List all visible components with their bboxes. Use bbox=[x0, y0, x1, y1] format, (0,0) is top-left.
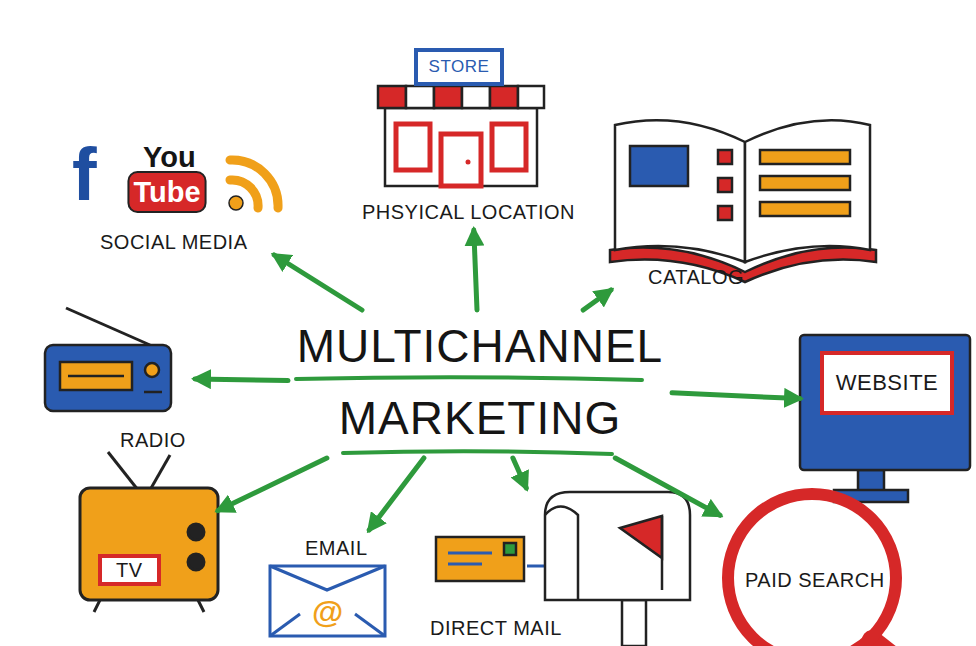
tv-icon bbox=[94, 600, 100, 612]
underline bbox=[296, 377, 642, 380]
catalog-icon bbox=[745, 120, 870, 262]
channel-label: DIRECT MAIL bbox=[430, 616, 562, 640]
radio-icon bbox=[66, 308, 150, 345]
store-icon bbox=[396, 124, 430, 170]
store-icon bbox=[466, 160, 471, 165]
arrow-connector bbox=[474, 230, 477, 310]
arrow-connector bbox=[218, 458, 327, 511]
magnifier-icon bbox=[728, 494, 910, 646]
catalog-icon bbox=[630, 146, 688, 186]
tv-icon bbox=[188, 524, 204, 540]
direct-mail-icon bbox=[545, 507, 578, 601]
store-sign: STORE bbox=[418, 57, 500, 77]
direct-mail-icon bbox=[661, 516, 664, 590]
store-icon bbox=[406, 86, 434, 108]
store-icon bbox=[518, 86, 544, 108]
store-icon bbox=[434, 86, 462, 108]
monitor-icon bbox=[800, 335, 970, 502]
envelope-icon bbox=[270, 566, 385, 636]
arrow-connector bbox=[195, 379, 288, 381]
tv-icon bbox=[198, 600, 204, 612]
store-icon bbox=[416, 50, 502, 84]
channel-node: CATALOG bbox=[605, 105, 875, 290]
radio-icon bbox=[60, 362, 132, 390]
arrow-connector bbox=[615, 458, 720, 515]
channel-label: WEBSITE bbox=[820, 351, 954, 415]
youtube-logo: You bbox=[143, 142, 196, 172]
direct-mail-icon bbox=[622, 600, 646, 646]
store-icon bbox=[462, 86, 490, 108]
arrow-connector bbox=[513, 458, 526, 488]
channel-label: EMAIL bbox=[305, 536, 368, 560]
rss-icon bbox=[229, 196, 243, 210]
store-icon bbox=[378, 86, 406, 108]
youtube-logo: Tube bbox=[133, 177, 200, 207]
catalog-icon bbox=[718, 150, 732, 164]
rss-icon bbox=[229, 160, 278, 210]
arrow-connector bbox=[369, 458, 424, 530]
monitor-icon bbox=[858, 470, 884, 492]
channel-node: TV bbox=[80, 488, 218, 600]
underline bbox=[343, 451, 612, 454]
radio-icon bbox=[68, 375, 124, 378]
tv-icon bbox=[150, 455, 170, 490]
arrow-connector bbox=[583, 290, 611, 310]
tv-icon bbox=[188, 554, 204, 570]
channel-node: PHSYICAL LOCATION bbox=[360, 20, 579, 230]
store-icon bbox=[490, 86, 518, 108]
store-icon bbox=[378, 50, 544, 186]
monitor-icon bbox=[800, 335, 970, 470]
catalog-icon bbox=[760, 176, 850, 190]
catalog-icon bbox=[718, 178, 732, 192]
youtube-logo bbox=[128, 172, 205, 212]
magnifier-icon bbox=[872, 640, 910, 646]
radio-icon bbox=[144, 391, 162, 394]
channel-label: PHSYICAL LOCATION bbox=[362, 200, 575, 224]
channel-label: SOCIAL MEDIA bbox=[100, 230, 248, 254]
channel-label: CATALOG bbox=[648, 265, 744, 289]
radio-icon bbox=[45, 345, 171, 411]
channel-node: WEBSITE bbox=[800, 335, 970, 470]
channel-label: TV bbox=[98, 554, 161, 586]
store-icon bbox=[441, 134, 481, 186]
channel-node: DIRECT MAIL bbox=[428, 488, 693, 642]
arrow-connector bbox=[274, 255, 362, 310]
channel-label: RADIO bbox=[120, 428, 186, 452]
facebook-logo: f bbox=[72, 138, 97, 212]
tv-icon bbox=[80, 488, 218, 600]
direct-mail-icon bbox=[620, 516, 662, 558]
arrow-connector bbox=[672, 393, 800, 399]
channel-label: PAID SEARCH bbox=[745, 568, 885, 592]
tv-icon bbox=[108, 452, 138, 490]
store-icon bbox=[492, 124, 526, 170]
tv-icon bbox=[80, 452, 218, 612]
catalog-icon bbox=[610, 120, 876, 282]
channel-node: RADIO bbox=[35, 300, 195, 455]
youtube-logo bbox=[128, 172, 205, 212]
envelope-icon bbox=[270, 566, 385, 590]
catalog-icon bbox=[760, 150, 850, 164]
radio-icon bbox=[145, 363, 159, 377]
email-symbol: @ bbox=[312, 596, 343, 628]
catalog-icon bbox=[615, 120, 745, 262]
magnifier-icon bbox=[728, 494, 896, 646]
direct-mail-icon bbox=[504, 543, 516, 555]
envelope-icon bbox=[270, 614, 300, 636]
topic-text: MULTICHANNEL MARKETING bbox=[288, 310, 672, 454]
catalog-icon bbox=[760, 202, 850, 216]
channel-node: PAID SEARCH bbox=[720, 500, 920, 640]
envelope-icon bbox=[355, 614, 385, 636]
radio-icon bbox=[45, 308, 171, 411]
rss-icon bbox=[230, 180, 258, 208]
direct-mail-icon bbox=[448, 552, 492, 555]
direct-mail-icon bbox=[545, 492, 690, 600]
direct-mail-icon bbox=[448, 563, 482, 566]
rss-icon bbox=[230, 160, 278, 208]
central-topic: MULTICHANNEL MARKETING bbox=[288, 310, 672, 458]
direct-mail-icon bbox=[436, 537, 524, 581]
envelope-icon bbox=[270, 566, 385, 636]
catalog-icon bbox=[718, 206, 732, 220]
store-icon bbox=[385, 108, 537, 186]
